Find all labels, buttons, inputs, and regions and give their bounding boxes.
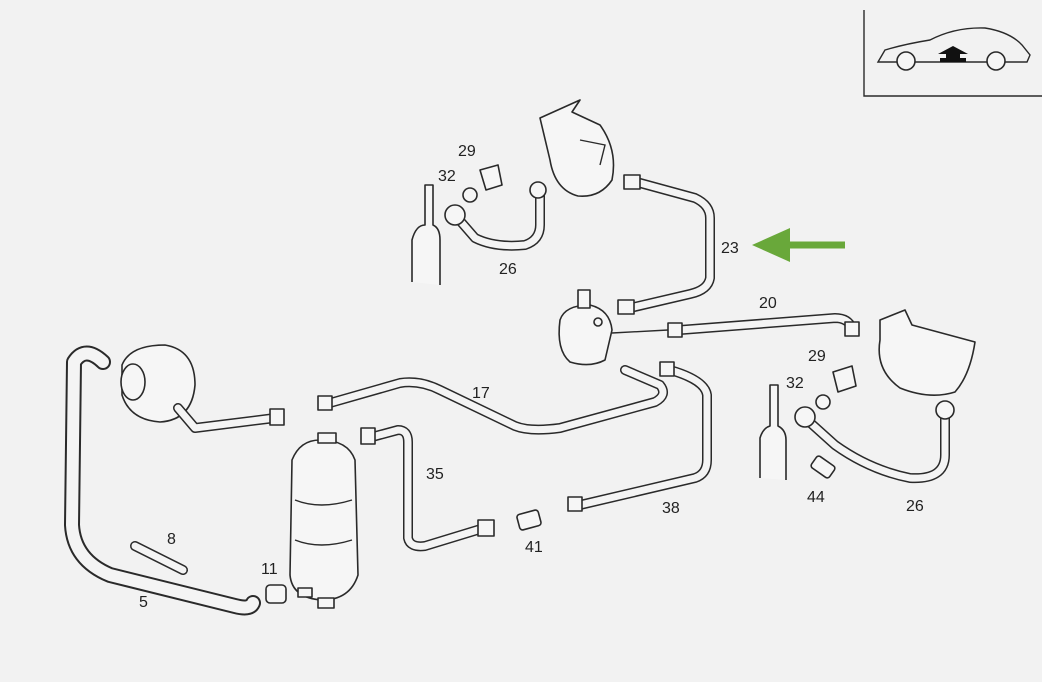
label-29-right: 29 [808, 348, 826, 365]
hose-8 [130, 541, 188, 575]
nozzle-right [759, 365, 955, 484]
washer-32-right [815, 394, 831, 410]
highlight-arrow [752, 228, 845, 262]
label-38: 38 [662, 500, 680, 517]
pipe-17 [317, 365, 669, 435]
hose-44 [810, 455, 836, 479]
label-41: 41 [525, 539, 543, 556]
label-8: 8 [167, 531, 176, 548]
nut-29-right [832, 365, 857, 393]
label-35: 35 [426, 466, 444, 483]
label-26-top: 26 [499, 261, 517, 278]
washer-32-top [462, 187, 478, 203]
pipe-38 [567, 361, 712, 512]
label-11: 11 [261, 561, 278, 578]
connector-41 [516, 509, 542, 531]
pipe-23 [617, 174, 715, 315]
label-23: 23 [721, 240, 739, 257]
car-side-view-icon [863, 10, 1042, 97]
nut-29-top [479, 164, 503, 191]
label-32-right: 32 [786, 375, 804, 392]
distribution-valve [558, 289, 613, 366]
label-32-top: 32 [438, 168, 456, 185]
label-20: 20 [759, 295, 777, 312]
washer-reservoir [265, 432, 359, 609]
pipe-35 [360, 425, 495, 552]
label-29-top: 29 [458, 143, 476, 160]
nozzle-top [411, 164, 547, 285]
label-5: 5 [139, 594, 148, 611]
pipe-20 [611, 313, 860, 338]
label-26-right: 26 [906, 498, 924, 515]
hose-5 [64, 345, 261, 616]
wiper-motor-top [539, 99, 615, 197]
washer-pump-left [120, 344, 285, 433]
clip-11 [265, 584, 287, 604]
label-44: 44 [807, 489, 825, 506]
label-17: 17 [472, 385, 490, 402]
wiper-motor-right [878, 309, 976, 396]
